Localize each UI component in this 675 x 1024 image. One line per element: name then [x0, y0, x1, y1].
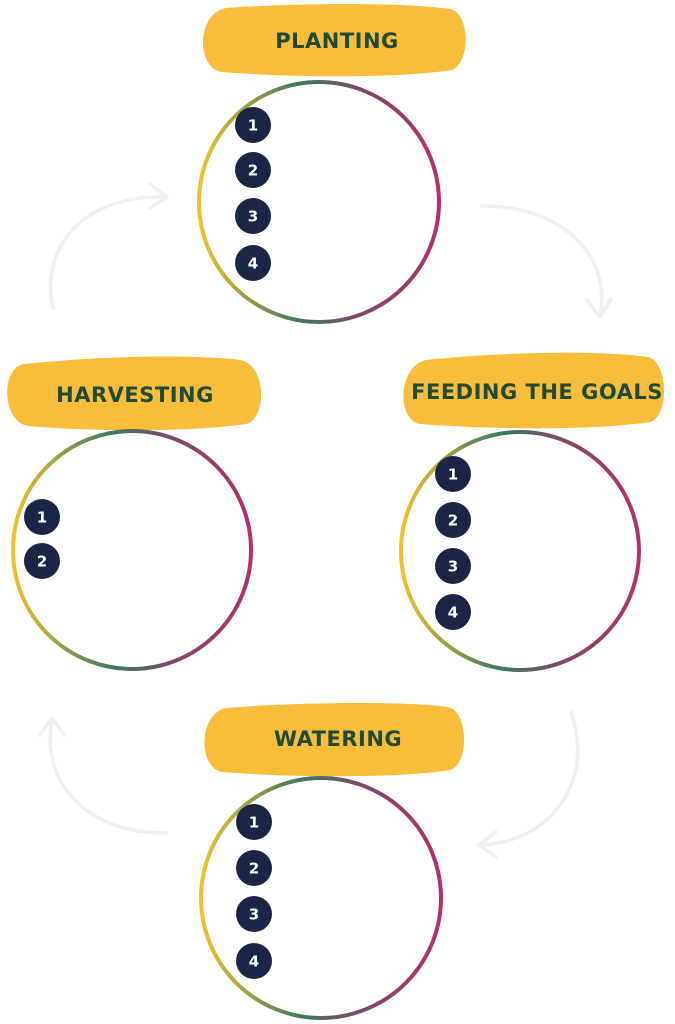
svg-text:4: 4 — [448, 604, 458, 622]
svg-text:2: 2 — [248, 162, 258, 180]
stage-title: HARVESTING — [56, 383, 214, 407]
step-list: 1 2 3 4 — [435, 456, 471, 630]
stage-watering: WATERING 1 2 3 4 — [199, 702, 465, 1020]
svg-text:4: 4 — [249, 953, 259, 971]
step-badge: 3 — [236, 896, 272, 932]
stage-label-bg — [202, 4, 466, 77]
stage-harvesting: HARVESTING 1 2 — [7, 356, 262, 671]
stage-title: WATERING — [274, 727, 402, 751]
stage-planting: PLANTING 1 2 3 4 — [197, 4, 466, 324]
svg-text:3: 3 — [248, 208, 258, 226]
arrow-harvesting-to-planting — [48, 195, 167, 310]
cycle-arrows — [38, 182, 613, 859]
step-badge: 2 — [435, 502, 471, 538]
step-badge: 4 — [435, 594, 471, 630]
svg-text:1: 1 — [249, 814, 259, 832]
step-badge: 1 — [236, 804, 272, 840]
arrow-planting-to-feeding — [480, 204, 604, 317]
stage-title: PLANTING — [275, 29, 399, 53]
svg-text:3: 3 — [249, 906, 259, 924]
stage-label-bg — [7, 356, 262, 431]
svg-text:1: 1 — [37, 509, 47, 527]
svg-text:1: 1 — [248, 117, 258, 135]
arrow-watering-to-harvesting — [48, 718, 168, 835]
step-badge: 2 — [236, 850, 272, 886]
step-list: 1 2 3 4 — [236, 804, 272, 979]
arrow-head-watering-to-harvesting — [38, 716, 66, 737]
step-badge: 2 — [24, 543, 60, 579]
svg-text:1: 1 — [448, 466, 458, 484]
step-badge: 1 — [24, 499, 60, 535]
svg-text:2: 2 — [448, 512, 458, 530]
step-list: 1 2 3 4 — [235, 107, 271, 281]
step-badge: 3 — [235, 198, 271, 234]
svg-text:4: 4 — [248, 255, 258, 273]
arrow-feeding-to-watering — [479, 710, 580, 847]
arrow-head-harvesting-to-planting — [148, 182, 169, 210]
stage-ring — [199, 776, 443, 1020]
stage-feeding: FEEDING THE GOALS 1 2 3 4 — [399, 352, 665, 672]
step-badge: 2 — [235, 152, 271, 188]
arrow-head-feeding-to-watering — [477, 830, 498, 859]
step-badge: 4 — [236, 943, 272, 979]
stage-title: FEEDING THE GOALS — [411, 380, 663, 404]
stage-ring — [197, 80, 441, 324]
step-badge: 1 — [235, 107, 271, 143]
stage-ring — [11, 429, 253, 671]
stage-label-bg — [403, 352, 665, 429]
step-badge: 3 — [435, 548, 471, 584]
arrow-head-planting-to-feeding — [585, 297, 613, 319]
svg-text:3: 3 — [448, 558, 458, 576]
svg-text:2: 2 — [37, 553, 47, 571]
svg-text:2: 2 — [249, 860, 259, 878]
step-badge: 1 — [435, 456, 471, 492]
step-badge: 4 — [235, 245, 271, 281]
step-list: 1 2 — [24, 499, 60, 579]
stage-label-bg — [204, 702, 465, 777]
